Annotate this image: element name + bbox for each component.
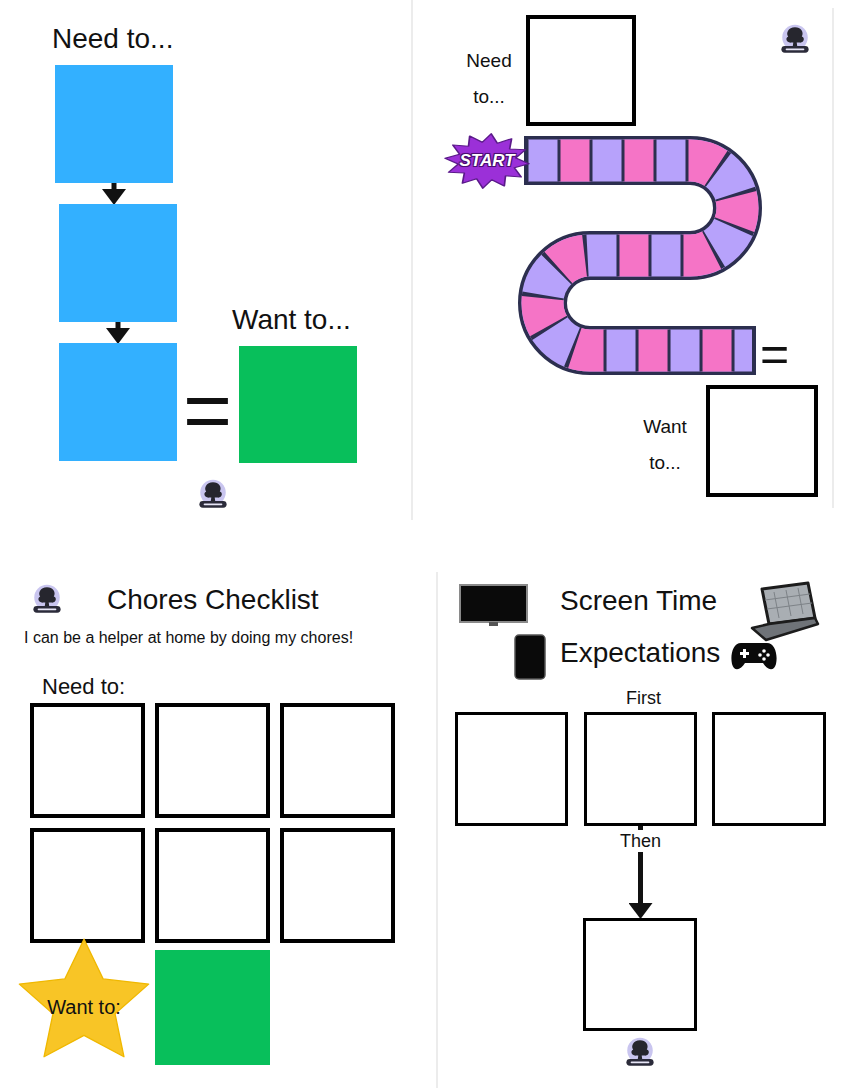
logo — [33, 585, 60, 613]
chore-box — [155, 703, 270, 818]
equals-sign: = — [760, 329, 789, 379]
first-box — [712, 712, 826, 826]
node-body — [587, 715, 694, 823]
box-heading: First — [587, 687, 700, 710]
burst-outline — [445, 134, 529, 189]
node-body — [34, 832, 141, 939]
node-body — [586, 921, 694, 1028]
panel-title: Screen Time Expectations — [560, 575, 735, 679]
want-star: Want to: — [16, 934, 152, 1064]
gamepad-icon — [731, 643, 776, 669]
box-heading: Want to... — [232, 302, 351, 337]
first-box — [455, 712, 568, 826]
node-body — [59, 204, 177, 322]
node-body — [34, 707, 141, 814]
chore-box — [280, 703, 395, 818]
node-body — [55, 65, 173, 183]
box-heading: Want to... — [634, 409, 696, 481]
equals-sign: = — [183, 368, 232, 452]
want-box: Want to... — [706, 385, 818, 497]
panel-subtitle: I can be a helper at home by doing my ch… — [24, 628, 353, 648]
node-body — [284, 707, 391, 814]
game-track — [524, 136, 756, 375]
tv-icon — [460, 585, 527, 626]
node-body — [159, 707, 266, 814]
star-outline — [19, 939, 148, 1057]
node-body — [239, 346, 357, 463]
need-box: Need to... — [526, 15, 636, 126]
need-box — [59, 343, 177, 461]
phone-icon — [515, 635, 545, 679]
node-body — [155, 950, 270, 1065]
start-burst: START — [444, 133, 530, 189]
chore-box — [30, 828, 145, 943]
chore-box: Need to: — [30, 703, 145, 818]
edge-label: Then — [617, 830, 664, 852]
logo — [626, 1038, 653, 1066]
need-box — [59, 204, 177, 322]
node-body: Want to: — [16, 934, 152, 1064]
then-box — [583, 918, 697, 1031]
want-box — [155, 950, 270, 1065]
node-body — [159, 832, 266, 939]
node-body: START — [444, 133, 530, 189]
panel-separator — [412, 0, 833, 1088]
shape-text: Want to: — [47, 996, 121, 1019]
node-body — [284, 832, 391, 939]
panel-title: Chores Checklist — [107, 582, 319, 617]
logo — [781, 25, 808, 53]
flow-arrow — [116, 322, 121, 335]
box-heading: Need to... — [52, 21, 173, 56]
node-body — [710, 389, 814, 493]
flow-arrow — [112, 183, 117, 196]
chore-box — [155, 828, 270, 943]
chore-box — [280, 828, 395, 943]
logo — [199, 480, 226, 508]
shape-text: START — [459, 151, 514, 171]
box-heading: Need to... — [458, 43, 520, 115]
node-body — [715, 715, 823, 823]
node-body — [59, 343, 177, 461]
node-body — [458, 715, 565, 823]
laptop-icon — [752, 583, 818, 640]
node-body — [530, 19, 632, 122]
want-box: Want to... — [239, 346, 357, 463]
box-heading: Need to: — [42, 673, 125, 701]
first-box: First — [584, 712, 697, 826]
need-box: Need to... — [55, 65, 173, 183]
